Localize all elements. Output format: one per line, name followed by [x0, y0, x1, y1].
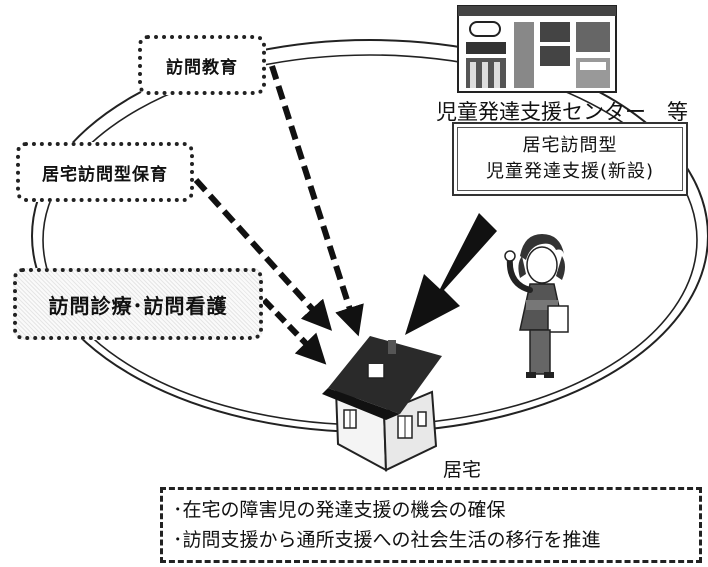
node-new-service-line2: 児童発達支援(新設) — [485, 161, 655, 182]
summary-line-2: ･訪問支援から通所支援への社会生活の移行を推進 — [173, 529, 601, 551]
visitor-person-icon — [504, 234, 569, 378]
home-label: 居宅 — [443, 459, 482, 481]
summary-line-1: ･在宅の障害児の発達支援の機会の確保 — [173, 499, 506, 521]
node-kyotaku-hoiku-label: 居宅訪問型保育 — [42, 164, 168, 185]
node-new-service: 居宅訪問型 児童発達支援(新設) — [452, 122, 688, 196]
summary-box: ･在宅の障害児の発達支援の機会の確保 ･訪問支援から通所支援への社会生活の移行を… — [160, 487, 702, 563]
node-shinryo-kango-label: 訪問診療･訪問看護 — [48, 293, 228, 318]
node-shinryo-kango: 訪問診療･訪問看護 — [13, 268, 263, 340]
arrow-kyoiku-to-home — [269, 65, 364, 337]
node-kyotaku-hoiku: 居宅訪問型保育 — [16, 142, 194, 202]
building-icon — [457, 5, 617, 93]
house-icon — [322, 336, 442, 472]
center-label: 児童発達支援センター 等 — [436, 100, 688, 124]
arrow-shinryo-to-home — [261, 297, 327, 365]
node-houmon-kyoiku: 訪問教育 — [138, 35, 266, 95]
arrow-new-service-to-home — [405, 213, 497, 335]
node-houmon-kyoiku-label: 訪問教育 — [166, 57, 238, 78]
arrow-hoiku-to-home — [193, 177, 333, 331]
node-new-service-line1: 居宅訪問型 — [522, 135, 618, 156]
